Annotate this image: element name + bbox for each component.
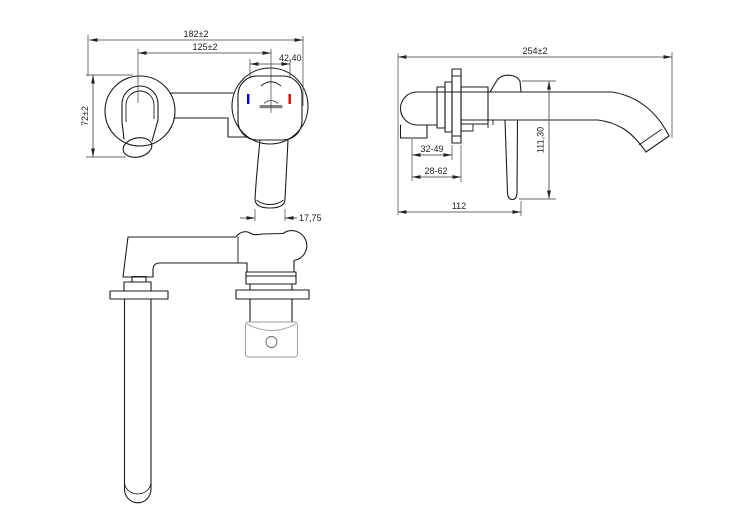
locknut-2	[444, 81, 453, 133]
valve-cylinder	[249, 298, 293, 323]
spout-flange-circle	[104, 75, 176, 147]
cartridge-housing	[245, 271, 297, 285]
front-view: 182±2 125±2 42,40 72±2 17,75	[80, 29, 322, 223]
dim-projection: 112	[452, 201, 466, 211]
spout-top-edge	[436, 91, 670, 137]
dim-handle-width: 17,75	[299, 213, 322, 223]
spout-flange-bar	[109, 290, 169, 300]
handle-lever-side	[487, 119, 519, 201]
dim-total-width: 182±2	[184, 29, 209, 39]
spout-tube-tip-outer	[123, 489, 152, 504]
side-concealed-body	[399, 68, 462, 144]
plan-body-outline	[122, 230, 308, 278]
handle-plate-front	[237, 75, 303, 141]
spout-tip-face	[645, 135, 670, 153]
aerator-hatched-face	[122, 137, 153, 158]
lever-tip-outer	[254, 198, 286, 209]
wall-flange-edge	[451, 68, 462, 144]
plan-spout-stack	[109, 275, 169, 504]
side-spout-body	[436, 74, 670, 153]
side-view-dimensions: 254±2 32-49 28-62 111,30 112	[398, 46, 673, 216]
spout-tip-band	[638, 128, 663, 146]
spout-nut	[123, 281, 152, 292]
dim-adjust-outer: 28-62	[424, 166, 447, 176]
lever-tip-inner	[256, 199, 284, 205]
concealed-body-outline	[169, 92, 248, 138]
cold-indicator-tick	[247, 94, 250, 104]
spout-inner-arch	[125, 90, 155, 122]
spout-bottom-edge	[460, 119, 647, 153]
valve-flange-bar	[235, 289, 310, 300]
side-view: 254±2 32-49 28-62 111,30 112	[397, 46, 673, 216]
handle-screw-hole	[265, 336, 278, 348]
handle-dome-side	[489, 74, 522, 93]
dim-total-length: 254±2	[523, 46, 548, 56]
plan-valve-stack	[235, 271, 310, 358]
handle-lever-front	[254, 139, 289, 209]
spout-front	[121, 85, 159, 158]
spout-tube-tip-inner	[124, 482, 152, 495]
body-hub	[460, 86, 489, 125]
dim-spout-drop: 72±2	[80, 106, 90, 126]
hot-indicator-tick	[288, 94, 291, 104]
dim-adjust-inner: 32-49	[420, 144, 443, 154]
front-view-dimensions: 182±2 125±2 42,40 72±2 17,75	[80, 29, 322, 223]
escutcheon-plate	[237, 75, 303, 141]
dim-handle-height: 111,30	[536, 127, 546, 153]
spout-outer-arch	[121, 85, 159, 123]
spout-outlet	[122, 137, 153, 158]
dim-plate-width: 42,40	[279, 53, 302, 63]
plate-ghost-projection	[245, 321, 298, 358]
handle-flange-circle	[231, 67, 309, 145]
dim-center-distance: 125±2	[193, 42, 218, 52]
locknut-1	[436, 86, 446, 129]
plan-view	[109, 230, 310, 504]
